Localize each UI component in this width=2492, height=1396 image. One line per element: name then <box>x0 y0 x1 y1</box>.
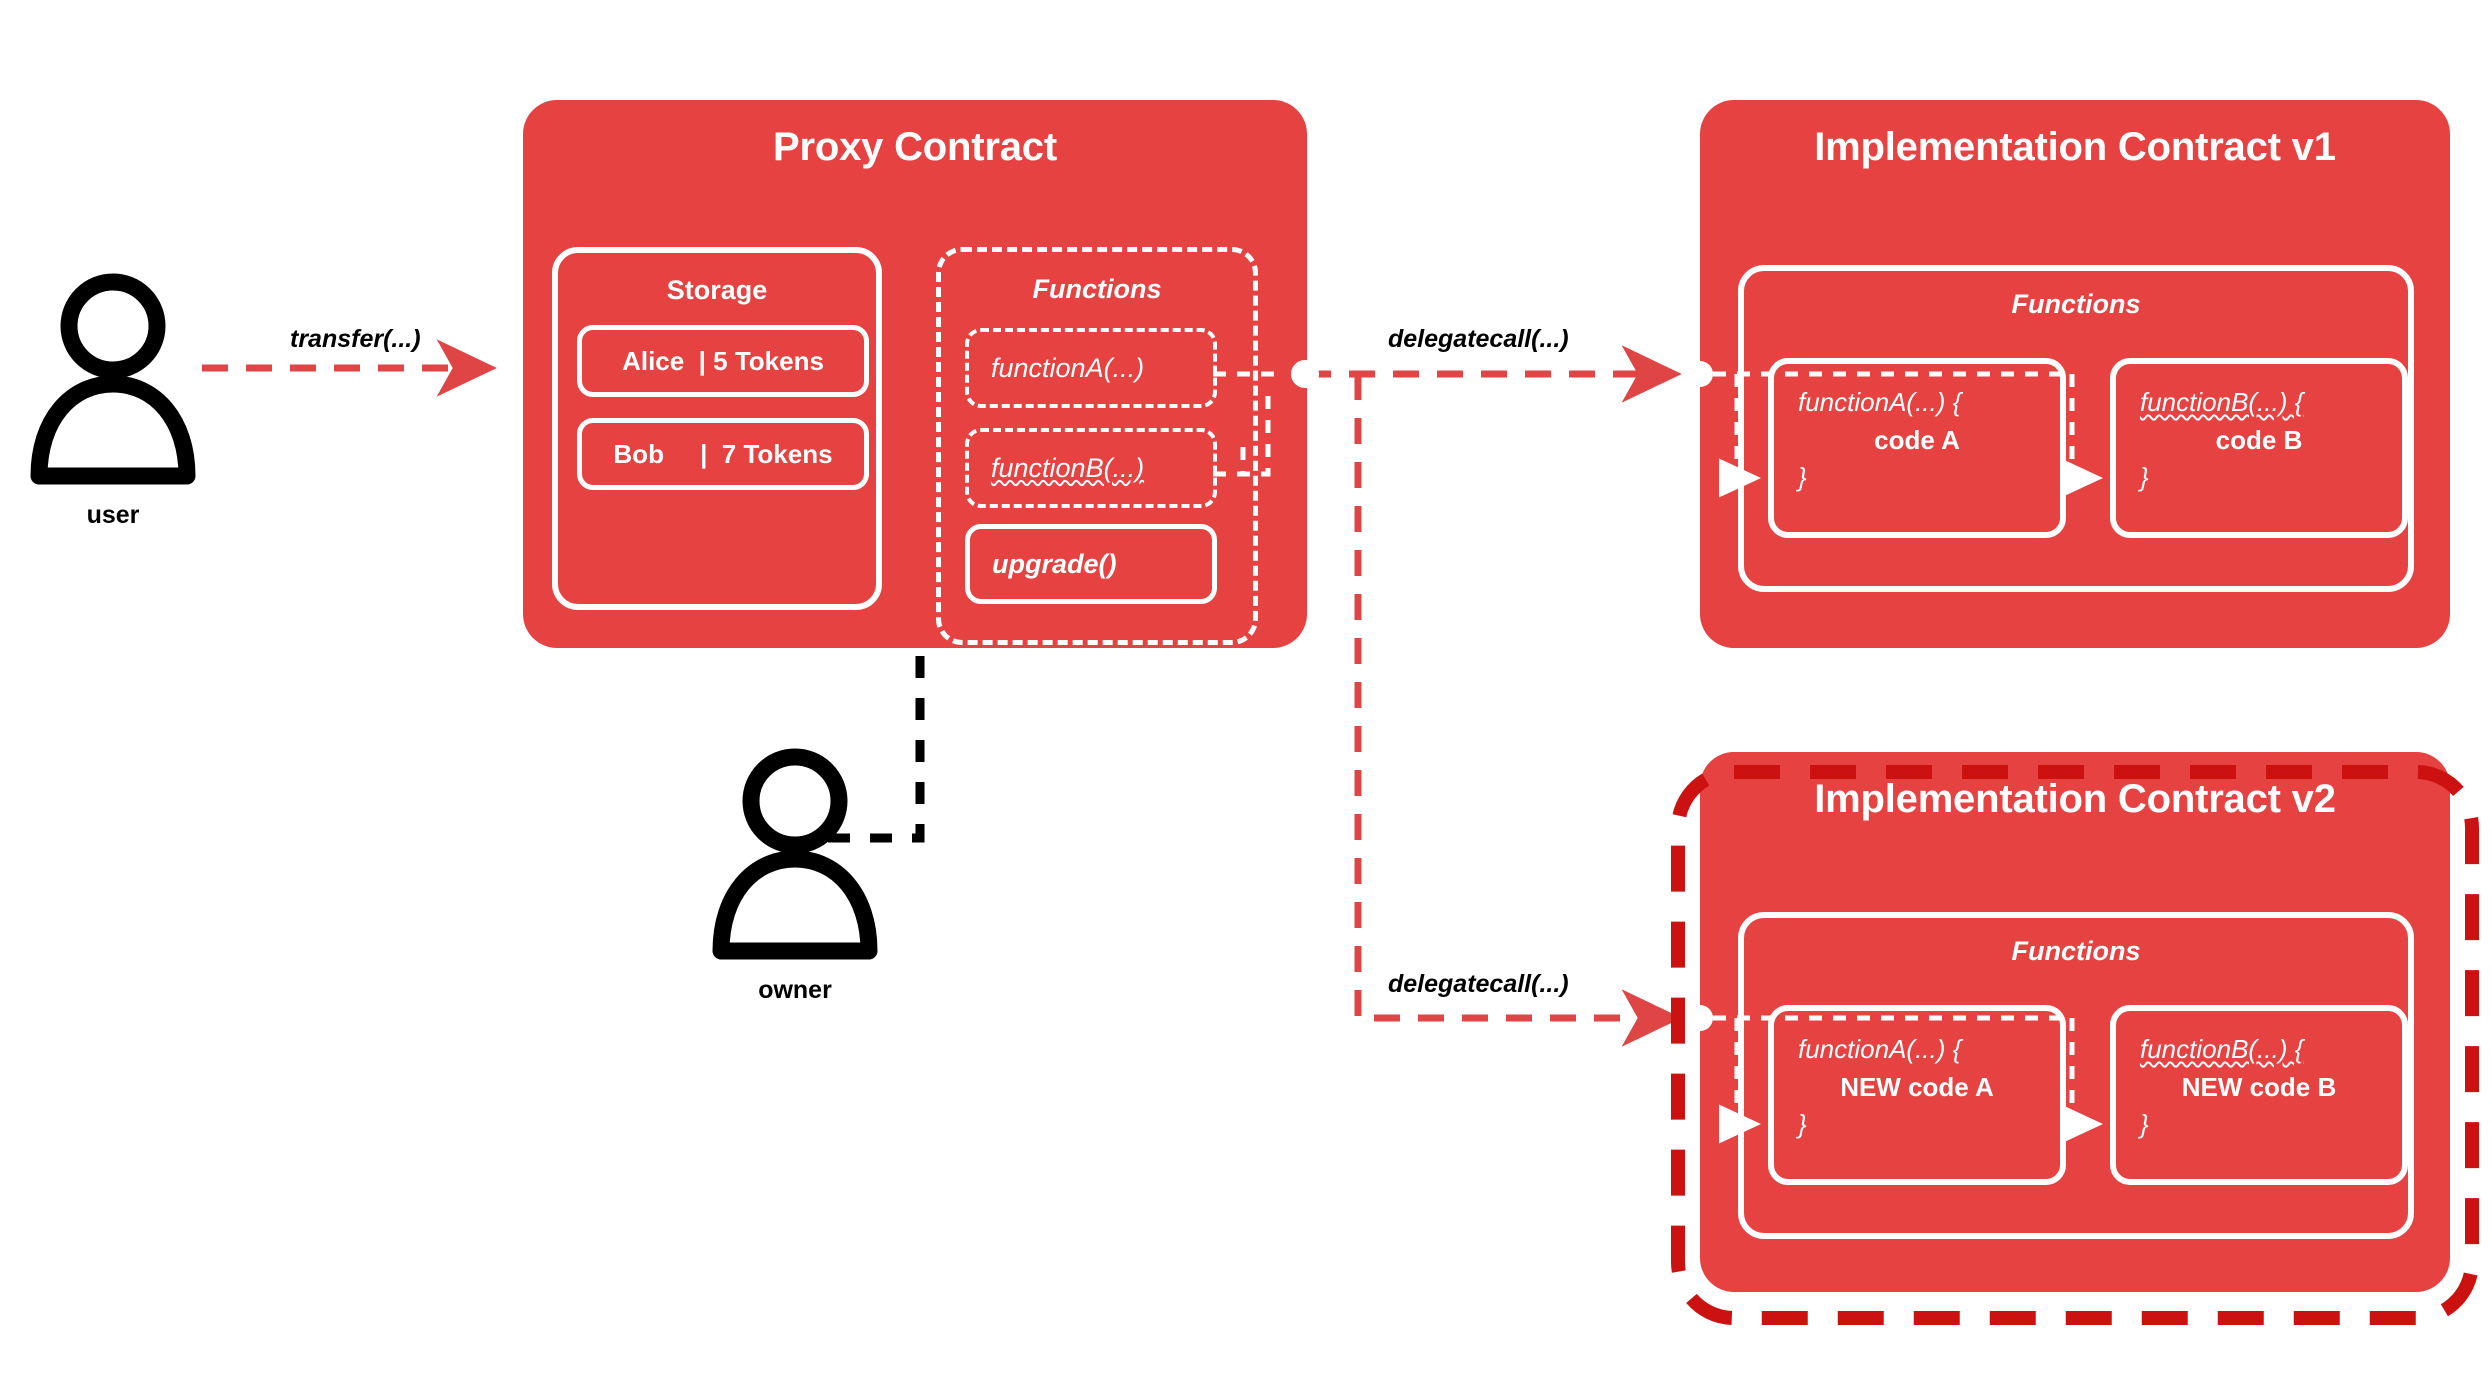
implementation-v1-function-b-body: code B <box>2215 424 2303 455</box>
implementation-v1-function-b-close: } <box>2140 462 2149 493</box>
implementation-v1-function-a[interactable]: functionA(...) { code A } <box>1768 358 2066 538</box>
actor-owner-label: owner <box>758 976 832 1004</box>
implementation-v2-card[interactable]: Implementation Contract v2 Functions fun… <box>1700 752 2450 1292</box>
implementation-v2-function-a[interactable]: functionA(...) { NEW code A } <box>1768 1005 2066 1185</box>
implementation-v1-functions-panel: Functions <box>1738 265 2414 592</box>
implementation-v1-function-a-body: code A <box>1874 424 1960 455</box>
person-icon <box>712 748 878 960</box>
proxy-functions-label: Functions <box>1032 274 1162 304</box>
storage-slot-bob-text: Bob | 7 Tokens <box>613 438 833 469</box>
storage-slot-alice[interactable]: Alice | 5 Tokens <box>577 325 869 397</box>
actor-user-label: user <box>86 501 140 529</box>
implementation-v1-function-a-signature: functionA(...) { <box>1798 387 1962 417</box>
proxy-storage-panel: Storage Alice | 5 Tokens Bob | 7 Tokens <box>552 247 882 610</box>
implementation-v1-title: Implementation Contract v1 <box>1814 125 2336 169</box>
edge-label-delegatecall-v2: delegatecall(...) <box>1388 970 1569 998</box>
implementation-v1-card[interactable]: Implementation Contract v1 Functions fun… <box>1700 100 2450 648</box>
implementation-v2-function-b-close: } <box>2140 1109 2149 1140</box>
implementation-v1-function-b-signature: functionB(...) { <box>2140 387 2304 417</box>
implementation-v2-function-a-body: NEW code A <box>1840 1071 1994 1102</box>
actor-owner[interactable]: owner <box>700 745 890 1005</box>
implementation-v2-function-a-close: } <box>1798 1109 1807 1140</box>
proxy-function-b-label: functionB(...) <box>991 452 1145 483</box>
proxy-contract-card[interactable]: Proxy Contract Storage Alice | 5 Tokens … <box>523 100 1307 648</box>
actor-user[interactable]: user <box>18 270 208 530</box>
edge-label-transfer: transfer(...) <box>290 325 421 353</box>
proxy-contract-title: Proxy Contract <box>773 125 1057 169</box>
implementation-v2-function-b-signature: functionB(...) { <box>2140 1034 2304 1064</box>
implementation-v2-function-b[interactable]: functionB(...) { NEW code B } <box>2110 1005 2408 1185</box>
proxy-function-a[interactable]: functionA(...) <box>965 328 1217 408</box>
storage-slot-bob[interactable]: Bob | 7 Tokens <box>577 418 869 490</box>
proxy-function-upgrade[interactable]: upgrade() <box>965 524 1217 604</box>
implementation-v1-functions-label: Functions <box>2011 289 2141 319</box>
person-icon <box>30 273 196 485</box>
proxy-function-b[interactable]: functionB(...) <box>965 428 1217 508</box>
proxy-function-upgrade-label: upgrade() <box>992 548 1117 579</box>
storage-slot-alice-text: Alice | 5 Tokens <box>622 345 824 376</box>
implementation-v2-title: Implementation Contract v2 <box>1814 777 2336 821</box>
implementation-v1-function-b[interactable]: functionB(...) { code B } <box>2110 358 2408 538</box>
implementation-v2-function-a-signature: functionA(...) { <box>1798 1034 1962 1064</box>
proxy-functions-panel: Functions functionA(...) functionB(...) … <box>936 247 1258 645</box>
implementation-v2-functions-label: Functions <box>2011 936 2141 966</box>
edge-delegatecall-v2 <box>1354 374 1682 1047</box>
proxy-storage-label: Storage <box>666 275 768 305</box>
edge-label-delegatecall-v1: delegatecall(...) <box>1388 325 1569 353</box>
implementation-v2-function-b-body: NEW code B <box>2181 1071 2337 1102</box>
proxy-function-a-label: functionA(...) <box>991 352 1145 383</box>
implementation-v1-function-a-close: } <box>1798 462 1807 493</box>
